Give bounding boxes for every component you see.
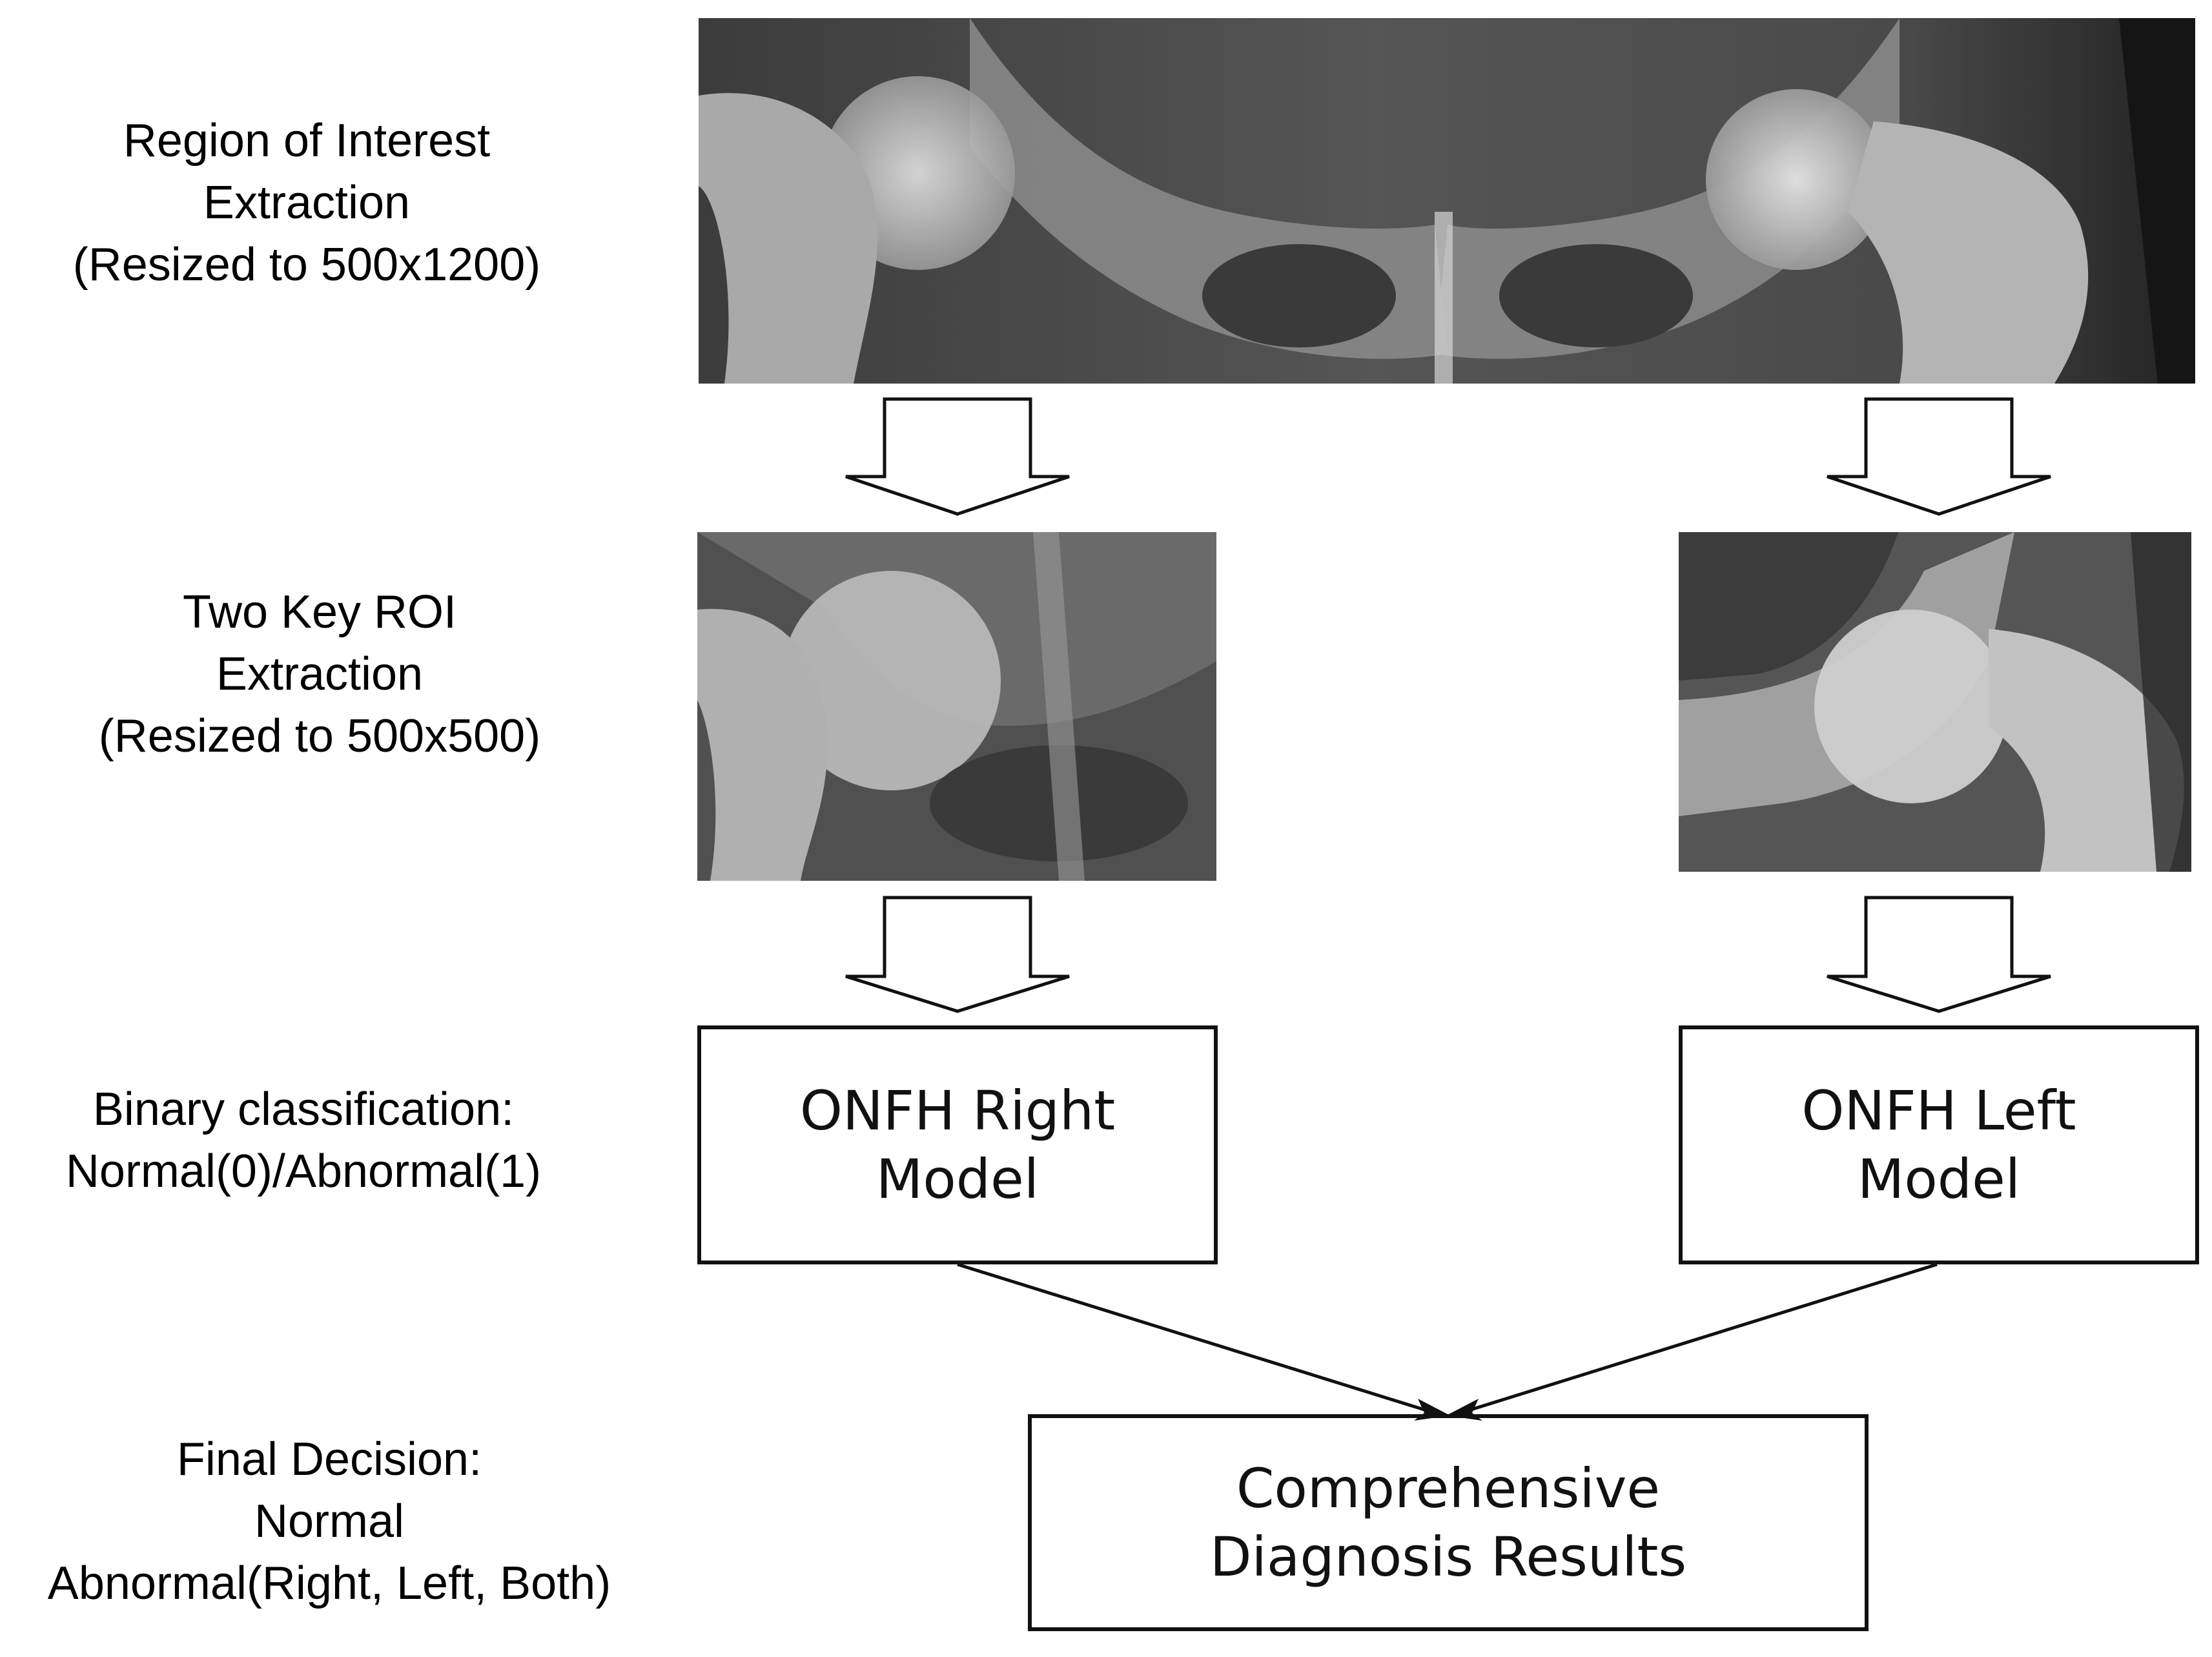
stage-label-line: Normal bbox=[254, 1496, 405, 1547]
stage-label-line: Normal(0)/Abnormal(1) bbox=[65, 1146, 542, 1197]
stage-label-line: Extraction bbox=[216, 648, 424, 700]
stage-label-line: (Resized to 500x1200) bbox=[72, 239, 541, 291]
stage-label-two-key-roi: Two Key ROI Extraction (Resized to 500x5… bbox=[39, 581, 600, 767]
right-hip-xray-image bbox=[697, 532, 1216, 881]
box-label-line: Comprehensive bbox=[1236, 1457, 1661, 1520]
stage-label-binary-classification: Binary classification: Normal(0)/Abnorma… bbox=[13, 1078, 594, 1202]
down-arrow-icon bbox=[1827, 397, 2051, 516]
stage-label-line: Extraction bbox=[203, 177, 411, 229]
stage-label-roi-extraction: Region of Interest Extraction (Resized t… bbox=[26, 110, 588, 296]
stage-label-line: Two Key ROI bbox=[182, 586, 457, 638]
onfh-left-model-box: ONFH Left Model bbox=[1679, 1025, 2199, 1264]
stage-label-line: Abnormal(Right, Left, Both) bbox=[47, 1558, 611, 1609]
onfh-right-model-box: ONFH Right Model bbox=[697, 1025, 1218, 1264]
stage-label-line: Final Decision: bbox=[176, 1434, 482, 1485]
down-arrow-icon bbox=[845, 896, 1070, 1013]
pelvis-xray-image bbox=[699, 18, 2195, 384]
box-label-line: Model bbox=[1857, 1148, 2021, 1211]
stage-label-line: (Resized to 500x500) bbox=[98, 710, 541, 762]
stage-label-line: Binary classification: bbox=[92, 1084, 515, 1135]
box-label-line: ONFH Right bbox=[799, 1079, 1116, 1142]
box-label-line: Diagnosis Results bbox=[1209, 1525, 1687, 1589]
stage-label-final-decision: Final Decision: Normal Abnormal(Right, L… bbox=[0, 1428, 659, 1614]
down-arrow-icon bbox=[845, 397, 1070, 516]
stage-label-line: Region of Interest bbox=[123, 115, 491, 167]
box-label-line: ONFH Left bbox=[1801, 1079, 2076, 1142]
comprehensive-diagnosis-box: Comprehensive Diagnosis Results bbox=[1028, 1414, 1869, 1631]
connector-line bbox=[957, 1262, 1435, 1415]
down-arrow-icon bbox=[1827, 896, 2051, 1013]
connector-line bbox=[1460, 1262, 1938, 1415]
box-label-line: Model bbox=[876, 1148, 1039, 1211]
left-hip-xray-image bbox=[1679, 532, 2191, 872]
